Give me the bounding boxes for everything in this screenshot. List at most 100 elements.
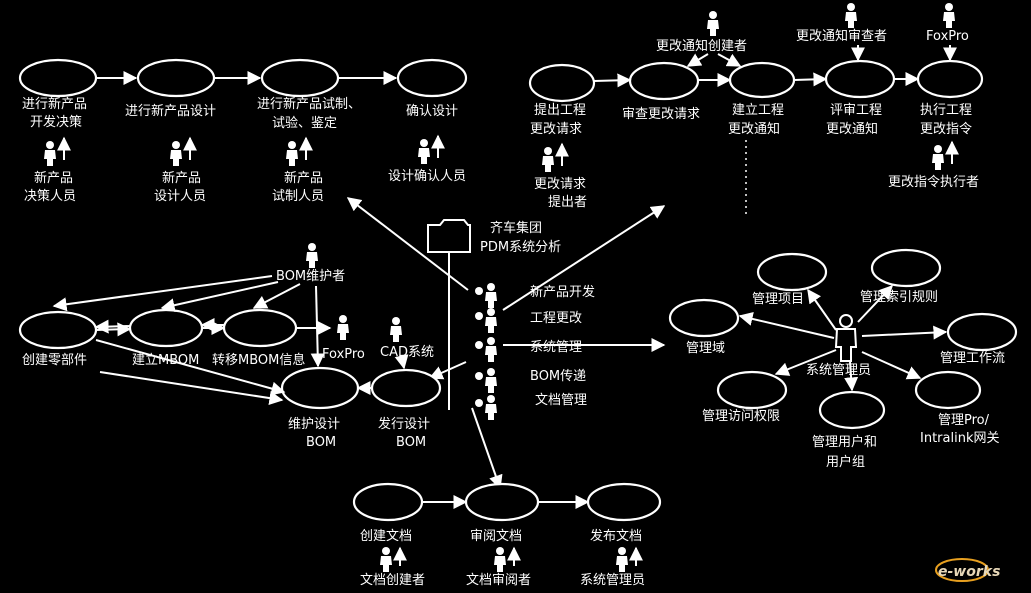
arrow-to-npd bbox=[346, 197, 469, 291]
npd-case-decision[interactable] bbox=[18, 58, 98, 98]
center-folder-group: 齐车集团 PDM系统分析 bbox=[427, 219, 561, 410]
docs-case-create[interactable] bbox=[352, 482, 424, 522]
sys-admin-actor-icon bbox=[834, 314, 858, 362]
change-actor-reviewer-icon bbox=[845, 3, 857, 28]
sys-case-users-label-1: 管理用户和 bbox=[812, 434, 877, 450]
change-actor-requester-label-2: 提出者 bbox=[548, 194, 587, 210]
change-case-create-notice-label-1: 建立工程 bbox=[732, 103, 784, 118]
change-case-execute[interactable] bbox=[916, 59, 984, 99]
docs-case-create-label: 创建文档 bbox=[360, 529, 412, 544]
module-item-docs[interactable]: 文档管理 bbox=[475, 393, 587, 420]
npd-case-design[interactable] bbox=[136, 58, 216, 98]
docs-case-publish[interactable] bbox=[586, 482, 662, 522]
sys-case-project-label: 管理项目 bbox=[752, 292, 804, 307]
docs-case-review-label: 审阅文档 bbox=[470, 529, 522, 544]
npd-actor-decision-icon bbox=[44, 141, 56, 166]
npd-case-design-label: 进行新产品设计 bbox=[125, 103, 216, 119]
sys-case-project[interactable] bbox=[756, 252, 828, 292]
bom-maintainer-label: BOM维护者 bbox=[276, 269, 345, 284]
change-case-create-notice[interactable] bbox=[728, 61, 796, 99]
bom-case-transfer[interactable] bbox=[222, 308, 298, 348]
module-item-bom[interactable]: BOM传递 bbox=[475, 368, 586, 393]
change-actor-requester-label-1: 更改请求 bbox=[534, 177, 586, 192]
arrow-to-bom bbox=[428, 361, 467, 380]
module-list: 新产品开发 工程更改 系统管理 BOM传递 文档管理 bbox=[475, 283, 595, 420]
docs-actor-creator-label: 文档创建者 bbox=[360, 573, 425, 588]
sys-case-index[interactable] bbox=[870, 248, 942, 288]
npd-case-decision-label-1: 进行新产品 bbox=[22, 96, 87, 112]
sys-admin-label: 系统管理员 bbox=[806, 363, 871, 378]
module-label-change: 工程更改 bbox=[530, 311, 582, 326]
change-cluster: 提出工程 更改请求 审查更改请求 建立工程 更改通知 评审工程 更改通知 执行工… bbox=[528, 3, 984, 216]
change-actor-creator-icon bbox=[707, 11, 719, 36]
sys-case-domain-label: 管理域 bbox=[686, 341, 725, 356]
bom-foxpro-label: FoxPro bbox=[322, 347, 365, 362]
module-item-npd[interactable]: 新产品开发 bbox=[475, 283, 595, 308]
docs-case-publish-label: 发布文档 bbox=[590, 528, 642, 544]
sys-case-domain[interactable] bbox=[668, 298, 740, 338]
npd-cluster: 进行新产品 开发决策 进行新产品设计 进行新产品试制、 试验、鉴定 确认设计 新… bbox=[18, 58, 468, 204]
docs-actor-admin-icon bbox=[616, 547, 628, 572]
arrow-to-docs bbox=[471, 407, 503, 490]
module-label-docs: 文档管理 bbox=[535, 393, 587, 408]
sys-case-users[interactable] bbox=[818, 390, 886, 430]
sys-case-users-label-2: 用户组 bbox=[826, 454, 865, 470]
module-label-sysmgmt: 系统管理 bbox=[530, 340, 582, 355]
docs-case-review[interactable] bbox=[464, 482, 540, 522]
module-label-npd: 新产品开发 bbox=[530, 284, 595, 300]
bom-case-maintain[interactable] bbox=[280, 366, 360, 410]
module-item-change[interactable]: 工程更改 bbox=[475, 308, 582, 333]
change-actor-executor-icon bbox=[932, 145, 944, 170]
bom-case-maintain-label-1: 维护设计 bbox=[288, 417, 340, 432]
bom-cad-icon bbox=[390, 317, 402, 342]
arrow-to-change bbox=[502, 205, 666, 311]
change-case-execute-label-2: 更改指令 bbox=[920, 122, 972, 137]
change-actor-creator-label: 更改通知创建者 bbox=[656, 38, 747, 54]
change-case-review-notice-label-2: 更改通知 bbox=[826, 121, 878, 137]
bom-case-maintain-label-2: BOM bbox=[306, 435, 336, 450]
npd-actor-decision-label-2: 决策人员 bbox=[24, 188, 76, 204]
npd-case-confirm[interactable] bbox=[396, 58, 468, 98]
sys-case-access[interactable] bbox=[716, 370, 788, 410]
bom-case-mbom[interactable] bbox=[128, 308, 204, 348]
bom-case-release[interactable] bbox=[370, 368, 442, 408]
sys-case-workflow-label: 管理工作流 bbox=[940, 351, 1005, 366]
sys-case-gateway-label-2: Intralink网关 bbox=[920, 431, 999, 446]
npd-actor-design-icon bbox=[170, 141, 182, 166]
docs-actor-creator-icon bbox=[380, 547, 392, 572]
npd-case-trial-label-2: 试验、鉴定 bbox=[272, 115, 337, 131]
change-actor-reviewer-label: 更改通知审查者 bbox=[796, 28, 887, 44]
sys-case-gateway-label-1: 管理Pro/ bbox=[938, 413, 990, 428]
change-actor-executor-label: 更改指令执行者 bbox=[888, 175, 979, 190]
bom-maintainer-icon bbox=[306, 243, 318, 268]
npd-actor-trial-label-1: 新产品 bbox=[284, 170, 323, 186]
npd-actor-design-label-1: 新产品 bbox=[162, 170, 201, 186]
bom-case-create-part[interactable] bbox=[18, 310, 98, 350]
bom-foxpro-icon bbox=[337, 315, 349, 340]
sysmgmt-cluster: 系统管理员 管理项目 管理索引规则 管理域 管理工作流 管理访问权限 管理用户和… bbox=[668, 248, 1018, 470]
change-case-request-label-2: 更改请求 bbox=[530, 122, 582, 137]
npd-case-confirm-label: 确认设计 bbox=[406, 104, 458, 119]
bom-case-mbom-label: 建立MBOM bbox=[132, 353, 199, 368]
change-case-execute-label-1: 执行工程 bbox=[920, 103, 972, 118]
bom-case-release-label-2: BOM bbox=[396, 435, 426, 450]
module-item-sysmgmt[interactable]: 系统管理 bbox=[475, 337, 582, 362]
eworks-logo-text: e-works bbox=[938, 564, 1000, 580]
change-actor-requester-icon bbox=[542, 147, 554, 172]
npd-case-trial-label-1: 进行新产品试制、 bbox=[257, 96, 361, 112]
sys-case-gateway[interactable] bbox=[914, 370, 982, 410]
npd-actor-confirm-label: 设计确认人员 bbox=[388, 169, 466, 184]
bom-case-transfer-label: 转移MBOM信息 bbox=[212, 352, 305, 368]
change-actor-foxpro-label: FoxPro bbox=[926, 29, 969, 44]
change-case-review-notice-label-1: 评审工程 bbox=[830, 103, 882, 118]
sys-case-workflow[interactable] bbox=[946, 312, 1018, 352]
change-case-request[interactable] bbox=[528, 63, 596, 103]
change-case-review-request[interactable] bbox=[628, 61, 700, 101]
docs-cluster: 创建文档 审阅文档 发布文档 文档创建者 文档审阅者 系统管理员 bbox=[352, 482, 662, 588]
npd-actor-trial-icon bbox=[286, 141, 298, 166]
npd-case-trial[interactable] bbox=[260, 58, 340, 98]
change-case-review-notice[interactable] bbox=[824, 59, 896, 99]
folder-icon bbox=[427, 219, 471, 253]
center-title-line2: PDM系统分析 bbox=[480, 240, 561, 255]
